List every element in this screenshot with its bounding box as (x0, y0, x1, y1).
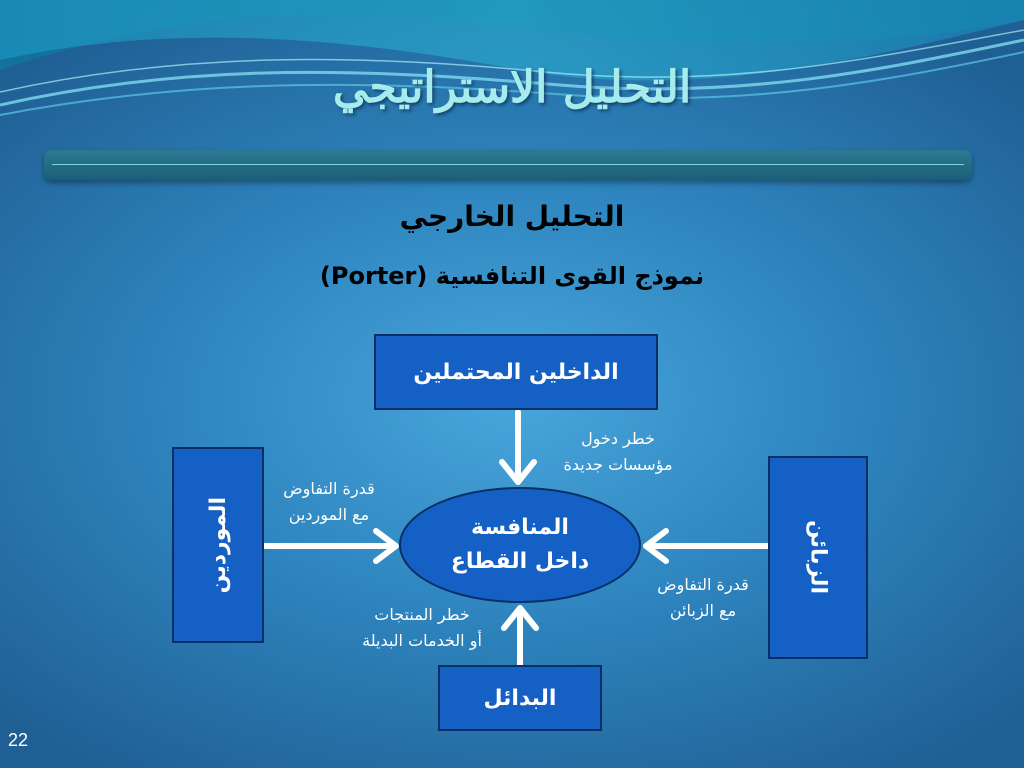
supplier-power-line2: مع الموردين (288, 504, 370, 524)
threat-of-entry-label: خطر دخول مؤسسات جديدة (548, 426, 688, 477)
arrow-substitutes-up (501, 605, 539, 668)
substitutes-box: البدائل (438, 665, 602, 731)
threat-of-substitutes-label: خطر المنتجات أو الخدمات البديلة (342, 602, 502, 653)
arrow-suppliers-right (262, 528, 399, 564)
arrow-buyers-left (643, 528, 771, 564)
buyers-box: الزبائن (768, 456, 868, 659)
potential-entrants-box: الداخلين المحتملين (374, 334, 658, 410)
section-heading: التحليل الخارجي (399, 200, 625, 233)
arrow-entrants-down (499, 409, 537, 485)
slide-number: 22 (8, 730, 29, 750)
model-subheading: نموذج القوى التنافسية (Porter) (319, 262, 705, 290)
slide-title: التحليل الاستراتيجي (332, 62, 692, 113)
buyer-power-label: قدرة التفاوض مع الزبائن (640, 572, 766, 623)
threat-of-entry-line1: خطر دخول (581, 429, 655, 448)
suppliers-box: الموردين (172, 447, 264, 643)
decorative-waves (0, 0, 1024, 116)
threat-of-entry-line2: مؤسسات جديدة (563, 454, 673, 474)
substitutes-label: البدائل (483, 685, 557, 711)
potential-entrants-label: الداخلين المحتملين (413, 359, 619, 385)
suppliers-label: الموردين (205, 496, 231, 594)
buyers-label: الزبائن (805, 520, 831, 595)
buyer-power-line1: قدرة التفاوض (657, 575, 749, 594)
industry-rivalry-ellipse: المنافسة داخل القطاع (399, 487, 641, 603)
threat-of-substitutes-line2: أو الخدمات البديلة (362, 630, 482, 650)
rivalry-label-line2: داخل القطاع (450, 549, 590, 574)
rivalry-label-line1: المنافسة (471, 514, 569, 540)
title-divider-bar (44, 150, 972, 180)
supplier-power-line1: قدرة التفاوض (283, 479, 375, 498)
supplier-power-label: قدرة التفاوض مع الموردين (262, 476, 396, 527)
buyer-power-line2: مع الزبائن (669, 600, 737, 620)
threat-of-substitutes-line1: خطر المنتجات (374, 605, 470, 624)
